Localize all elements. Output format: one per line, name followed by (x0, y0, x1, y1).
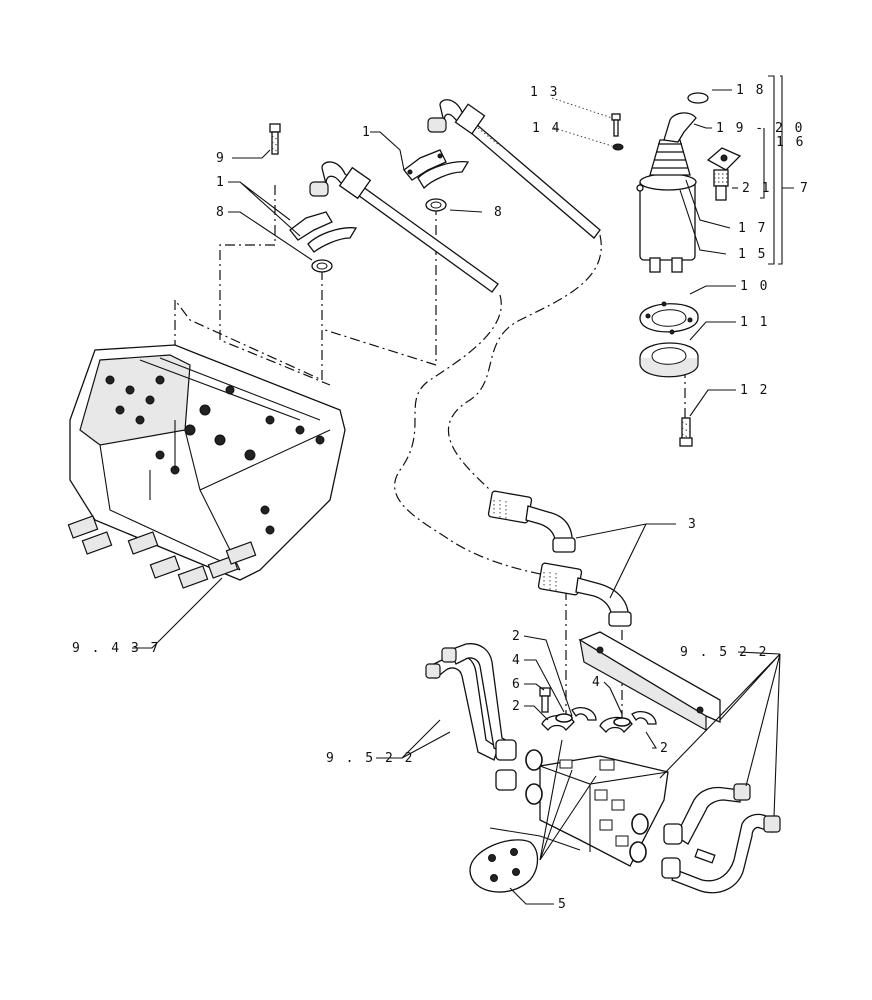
o-ring-left-1 (525, 749, 543, 771)
split-flange-left (541, 706, 597, 732)
callout-9: 9 (216, 151, 226, 166)
callout-5: 5 (558, 897, 568, 912)
callout-2-mid: 2 (512, 699, 522, 714)
split-flange-right (599, 710, 657, 734)
joystick-assembly (636, 112, 697, 273)
hose-route-line-b (394, 294, 546, 576)
callout-labels: 1 3 1 8 1 4 1 9 - 2 0 1 6 1 9 2 1 7 1 8 … (72, 83, 810, 912)
callout-2-top: 2 (512, 629, 522, 644)
hose-upper-right (427, 99, 601, 239)
valve-spools (67, 515, 257, 589)
leader-lines (132, 75, 794, 905)
clamp-upper (403, 149, 470, 190)
cap-18 (687, 92, 709, 104)
o-ring-right-2 (629, 841, 647, 863)
o-ring-left-2 (525, 783, 543, 805)
callout-12: 1 2 (740, 383, 769, 398)
gasket-10 (639, 301, 699, 335)
callout-14: 1 4 (532, 121, 561, 136)
center-line-bolt (219, 185, 331, 386)
pipe-left (425, 643, 517, 791)
callout-13: 1 3 (530, 85, 559, 100)
manifold-block (489, 755, 669, 867)
callout-1-top: 1 (362, 125, 372, 140)
callout-16: 1 6 (776, 135, 805, 150)
callout-11: 1 1 (740, 315, 769, 330)
callout-7: 7 (800, 181, 810, 196)
callout-9-437: 9 . 4 3 7 (72, 641, 160, 656)
callout-4-left: 4 (512, 653, 522, 668)
center-lines (174, 185, 686, 720)
hose-upper-left (309, 161, 499, 293)
angle-plate (578, 631, 721, 732)
clamp-lower (289, 211, 358, 253)
fitting-3-lower (537, 562, 632, 627)
callout-17: 1 7 (738, 221, 767, 236)
cover-plate-5 (469, 839, 539, 893)
callout-2-right: 2 (660, 741, 670, 756)
bolt-9 (269, 123, 281, 155)
fitting-3-upper (487, 490, 576, 553)
callout-9-522-right: 9 . 5 2 2 (680, 645, 768, 660)
callout-4-right: 4 (592, 675, 602, 690)
hose-route-line-a (447, 234, 602, 491)
bolt-6 (539, 687, 551, 713)
callout-21: 2 1 (742, 181, 771, 196)
knob-21 (706, 147, 742, 201)
callout-18: 1 8 (736, 83, 765, 98)
bolt-13 (611, 113, 621, 137)
center-line-right (324, 205, 437, 366)
gasket-11 (639, 342, 699, 378)
callout-3: 3 (688, 517, 698, 532)
callout-6: 6 (512, 677, 522, 692)
washer-14 (612, 143, 624, 151)
control-valve-block (67, 344, 346, 589)
callout-19-20: 1 9 - 2 0 (716, 121, 804, 136)
center-line-left (174, 270, 323, 420)
callout-15: 1 5 (738, 247, 767, 262)
pipe-right (661, 783, 781, 894)
callout-9-522-left: 9 . 5 2 2 (326, 751, 414, 766)
callout-8-right: 8 (494, 205, 504, 220)
bolt-12 (679, 417, 693, 447)
callout-10: 1 0 (740, 279, 769, 294)
callout-8-left: 8 (216, 205, 226, 220)
callout-1-left: 1 (216, 175, 226, 190)
o-ring-right-1 (631, 813, 649, 835)
valve-ports (105, 375, 325, 535)
